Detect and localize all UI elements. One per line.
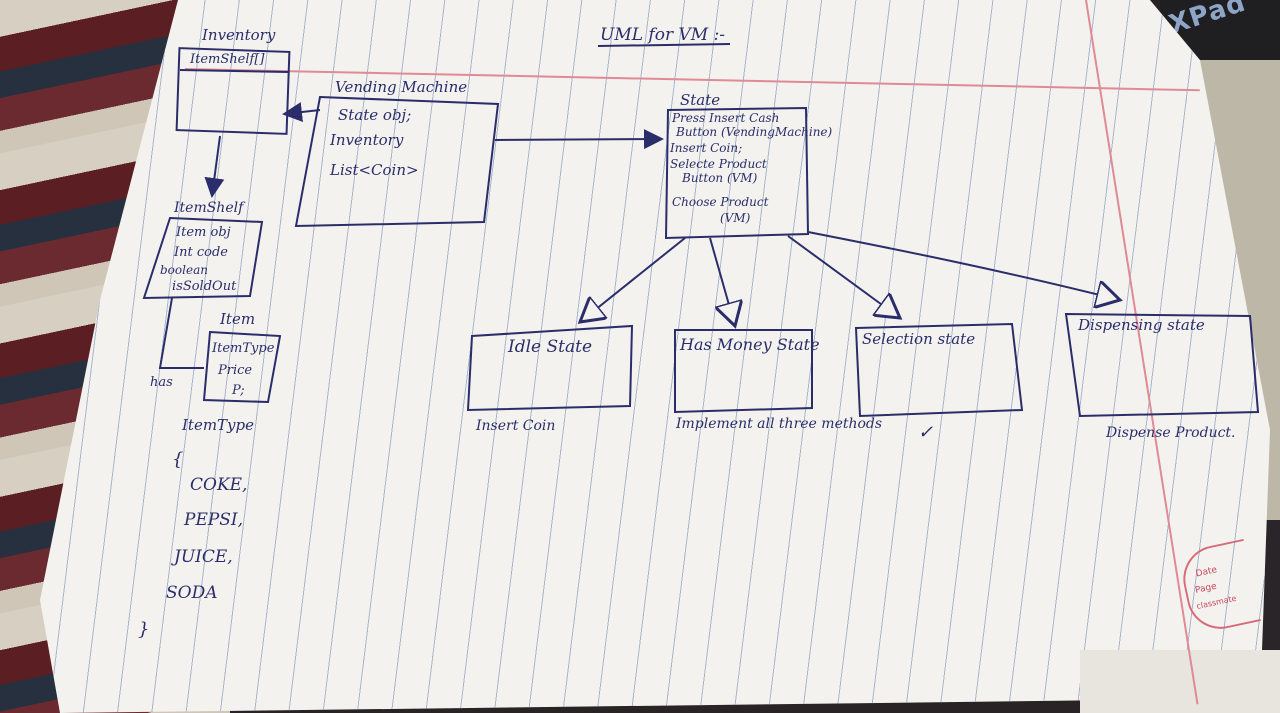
state-field: Press Insert Cash xyxy=(671,111,779,125)
itemtype-value: SODA xyxy=(166,583,218,603)
inventory-title: Inventory xyxy=(201,26,276,44)
selection-state-note: ✓ xyxy=(918,422,933,443)
dispensing-state-box xyxy=(1064,312,1260,418)
itemshelf-box xyxy=(142,216,264,300)
selection-state-name: Selection state xyxy=(862,330,975,348)
itemtype-open-brace: { xyxy=(172,449,183,470)
vending-machine-class: Vending Machine State obj; Inventory Lis… xyxy=(294,78,500,228)
itemtype-value: PEPSI, xyxy=(183,510,243,530)
idle-state-note: Insert Coin xyxy=(475,418,555,434)
idle-state-class: Idle State Insert Coin xyxy=(466,324,634,434)
hasmoney-state-name: Has Money State xyxy=(679,335,820,354)
has-connector xyxy=(158,297,204,369)
hasmoney-state-box xyxy=(674,329,813,414)
has-label: has xyxy=(150,375,173,390)
item-field: Price xyxy=(217,363,252,378)
diagram-title: UML for VM :- xyxy=(600,25,725,45)
state-field: Button (VM) xyxy=(681,171,758,185)
title-underline xyxy=(597,43,731,47)
inventory-divider xyxy=(179,69,289,73)
state-field: Button (VendingMachine) xyxy=(675,125,833,139)
vending-machine-title: Vending Machine xyxy=(335,78,467,96)
state-field: (VM) xyxy=(720,211,751,225)
itemtype-value: JUICE, xyxy=(171,547,233,567)
selection-state-class: Selection state ✓ xyxy=(854,322,1024,443)
vm-to-state-arrow xyxy=(494,129,664,150)
state-field: Selecte Product xyxy=(670,157,767,171)
itemshelf-field: isSoldOut xyxy=(172,279,237,294)
itemtype-value: COKE, xyxy=(190,475,247,495)
inventory-class: Inventory ItemShelf[] xyxy=(175,26,291,135)
dispensing-state-name: Dispensing state xyxy=(1077,316,1205,334)
idle-inheritance-arrow xyxy=(580,237,686,322)
selection-state-box xyxy=(854,322,1024,418)
dispensing-state-note: Dispense Product. xyxy=(1105,425,1236,441)
itemtype-title: ItemType xyxy=(181,416,254,434)
selection-inheritance-arrow xyxy=(787,235,900,318)
idle-state-box xyxy=(466,324,634,412)
itemshelf-field: Int code xyxy=(173,245,228,260)
vm-field-inventory: Inventory xyxy=(329,131,404,149)
itemshelf-class: ItemShelf Item obj Int code boolean isSo… xyxy=(142,200,264,300)
item-field: P; xyxy=(231,383,245,398)
hasmoney-state-note: Implement all three methods xyxy=(675,416,882,432)
vm-field-coins: List<Coin> xyxy=(329,161,419,179)
state-title: State xyxy=(680,91,720,109)
vm-field-state: State obj; xyxy=(338,106,411,124)
inventory-to-itemshelf-arrow xyxy=(204,135,225,198)
hasmoney-inheritance-arrow xyxy=(709,237,735,326)
dispensing-inheritance-arrow xyxy=(807,231,1120,300)
vending-machine-box xyxy=(294,95,500,228)
item-class: Item ItemType Price P; xyxy=(202,310,282,404)
item-box xyxy=(202,330,282,404)
dispensing-state-class: Dispensing state Dispense Product. xyxy=(1064,312,1260,441)
itemshelf-title: ItemShelf xyxy=(173,200,246,216)
state-class: State Press Insert Cash Button (VendingM… xyxy=(664,91,833,240)
state-field: Insert Coin; xyxy=(669,141,742,155)
state-box xyxy=(664,106,810,240)
page-fold xyxy=(1080,650,1280,713)
item-title: Item xyxy=(219,310,255,328)
vm-to-inventory-arrow xyxy=(282,102,321,122)
itemtype-enum: ItemType { COKE, PEPSI, JUICE, SODA } xyxy=(138,416,254,640)
item-field: ItemType xyxy=(211,341,275,356)
inventory-box xyxy=(175,47,291,135)
itemshelf-field: boolean xyxy=(160,263,208,277)
itemshelf-field: Item obj xyxy=(175,225,231,240)
idle-state-name: Idle State xyxy=(507,337,592,357)
state-field: Choose Product xyxy=(672,195,769,209)
itemtype-close-brace: } xyxy=(138,619,149,640)
inventory-field: ItemShelf[] xyxy=(189,52,265,67)
hasmoney-state-class: Has Money State Implement all three meth… xyxy=(674,329,882,432)
